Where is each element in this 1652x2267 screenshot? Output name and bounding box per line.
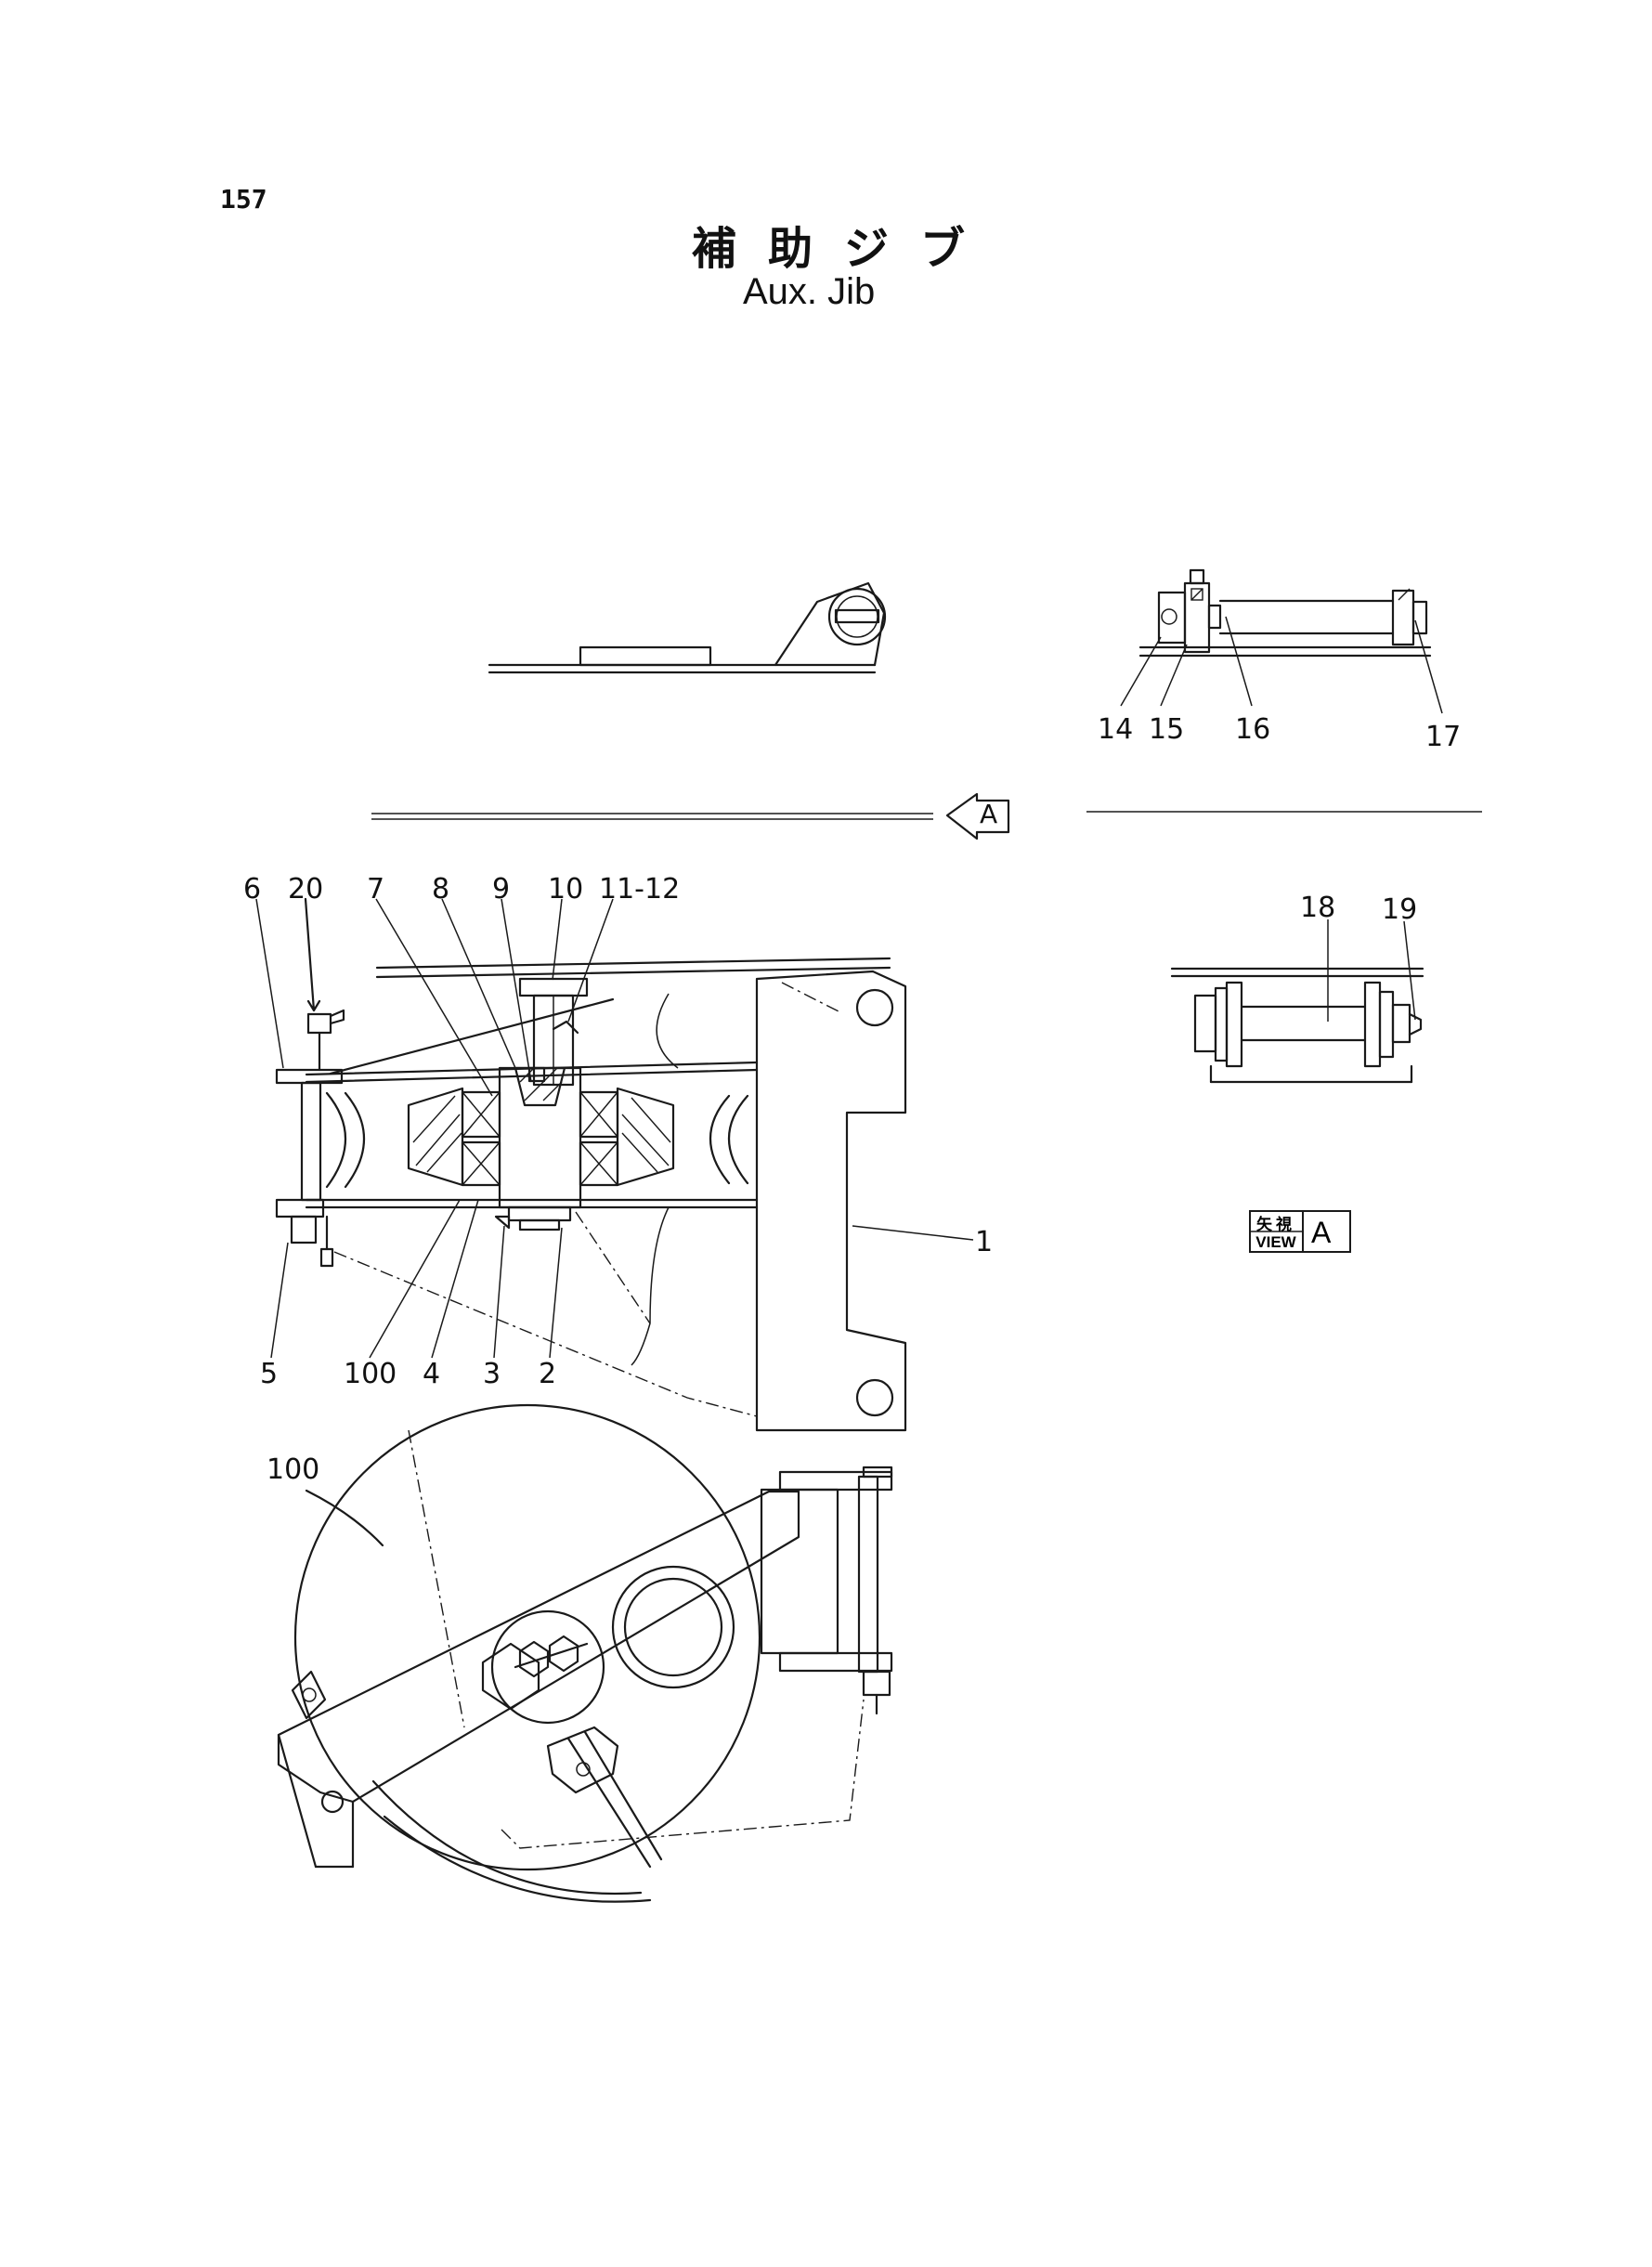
view-label-letter: A: [1311, 1216, 1332, 1249]
callout-11-12: 11-12: [599, 873, 681, 905]
view-label-english: VIEW: [1255, 1233, 1296, 1251]
callout-8: 8: [432, 873, 450, 905]
callout-6: 6: [243, 873, 262, 905]
callout-10: 10: [548, 873, 584, 905]
callout-20: 100: [344, 1358, 397, 1390]
callout-18: 19: [1382, 893, 1418, 926]
view-a-detail: [1170, 919, 1424, 1084]
callout-17: 18: [1300, 892, 1336, 924]
title-japanese: 補助ジブ: [692, 223, 997, 275]
view-a-label-frame: [1249, 1210, 1351, 1253]
callout-13: 14: [1098, 713, 1134, 746]
page-number: 157: [220, 184, 267, 215]
title-english: Aux. Jib: [743, 271, 876, 312]
callout-1: 1: [975, 1226, 994, 1258]
callout-5: 5: [260, 1358, 279, 1390]
callout-19: 20: [288, 873, 324, 905]
sheave-assembly-section: [255, 897, 974, 1432]
callout-15: 16: [1235, 713, 1271, 746]
view-label-kanji: 矢視: [1256, 1216, 1295, 1234]
view-arrow-letter: A: [980, 799, 998, 829]
callout-16: 17: [1425, 721, 1462, 753]
view-a-section-line: [371, 792, 1482, 840]
pin-detail-view: [1120, 568, 1443, 714]
callout-100: 100: [267, 1453, 320, 1486]
callout-2: 2: [539, 1358, 557, 1390]
jib-head-assembly: [277, 1403, 893, 1903]
callout-4: 4: [423, 1358, 441, 1390]
callout-9: 9: [492, 873, 511, 905]
callout-3: 3: [483, 1358, 501, 1390]
callout-7: 7: [367, 873, 385, 905]
jib-head-side-view: [488, 581, 887, 674]
callout-14: 15: [1149, 713, 1185, 746]
